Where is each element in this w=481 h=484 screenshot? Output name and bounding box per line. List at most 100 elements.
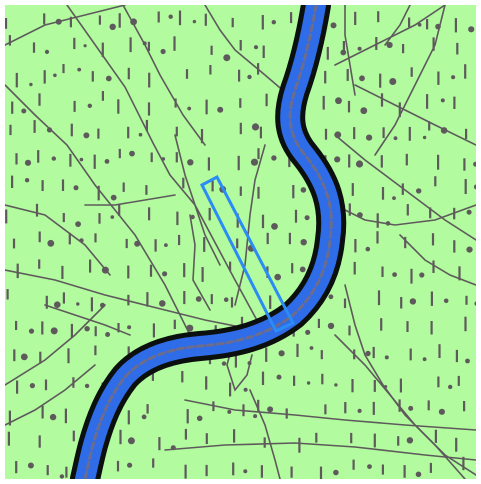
track-line bbox=[234, 144, 266, 306]
track-line bbox=[174, 134, 221, 266]
tree-dot-symbol bbox=[29, 82, 33, 87]
tree-dot-symbol bbox=[164, 243, 168, 248]
tree-dot-symbol bbox=[304, 215, 310, 221]
tree-dot-symbol bbox=[448, 384, 453, 390]
tree-dot-symbol bbox=[76, 302, 80, 306]
map-canvas[interactable] bbox=[5, 5, 476, 479]
tree-dot-symbol bbox=[415, 471, 422, 478]
tree-dot-symbol bbox=[247, 74, 252, 80]
tree-dot-symbol bbox=[386, 41, 393, 49]
tree-dot-symbol bbox=[243, 469, 248, 474]
tree-dot-symbol bbox=[101, 266, 109, 274]
tree-dot-symbol bbox=[253, 414, 258, 419]
tree-dot-symbol bbox=[335, 97, 342, 105]
track-line bbox=[5, 5, 126, 46]
track-line bbox=[5, 269, 256, 331]
tree-dot-symbol bbox=[360, 107, 368, 115]
tree-dot-symbol bbox=[409, 298, 417, 305]
tree-dot-symbol bbox=[451, 75, 456, 80]
tree-dot-symbol bbox=[127, 325, 132, 330]
tree-dot-symbol bbox=[419, 272, 425, 278]
tree-dot-symbol bbox=[385, 221, 391, 226]
tree-dot-symbol bbox=[223, 297, 229, 303]
river bbox=[70, 5, 347, 479]
tree-dot-symbol bbox=[127, 437, 135, 445]
tree-dot-symbol bbox=[187, 159, 194, 166]
track-line bbox=[5, 84, 191, 336]
tree-dot-symbol bbox=[422, 357, 427, 362]
tree-dot-symbol bbox=[138, 132, 143, 137]
tree-dot-symbol bbox=[79, 157, 84, 162]
tree-dot-symbol bbox=[190, 214, 195, 220]
track-line bbox=[334, 5, 446, 66]
tree-dot-symbol bbox=[24, 159, 32, 166]
tree-dot-symbol bbox=[367, 464, 372, 469]
track-line bbox=[344, 5, 356, 96]
tree-dot-symbol bbox=[105, 332, 111, 337]
tree-dot-symbol bbox=[129, 150, 135, 157]
tree-dot-symbol bbox=[100, 302, 105, 308]
tree-dot-symbol bbox=[299, 266, 306, 273]
tree-dot-symbol bbox=[44, 49, 50, 55]
tree-dot-symbol bbox=[24, 178, 30, 183]
track-line bbox=[122, 5, 206, 146]
tree-dot-symbol bbox=[196, 415, 203, 422]
tree-dot-symbol bbox=[392, 272, 397, 277]
tree-dot-symbol bbox=[46, 127, 53, 133]
tree-dot-symbol bbox=[59, 474, 65, 479]
tree-dot-symbol bbox=[274, 273, 282, 281]
tree-dot-symbol bbox=[221, 361, 227, 366]
tree-dot-symbol bbox=[328, 294, 334, 300]
tree-dot-symbol bbox=[83, 132, 90, 139]
tree-dot-symbol bbox=[104, 159, 110, 164]
track-line bbox=[334, 134, 476, 241]
track-line bbox=[5, 364, 96, 426]
tree-dot-symbol bbox=[251, 123, 260, 131]
tree-dot-symbol bbox=[75, 221, 81, 228]
tree-dot-symbol bbox=[243, 387, 248, 392]
tree-dot-symbol bbox=[443, 298, 449, 304]
track-line bbox=[5, 204, 111, 276]
tree-dot-symbol bbox=[253, 45, 259, 50]
tree-dot-symbol bbox=[217, 106, 224, 113]
tree-dot-symbol bbox=[130, 18, 137, 26]
tree-dot-symbol bbox=[438, 408, 445, 415]
tree-dot-symbol bbox=[384, 385, 388, 389]
tree-dot-symbol bbox=[54, 301, 61, 309]
tree-dot-symbol bbox=[28, 328, 35, 334]
tree-dot-symbol bbox=[79, 238, 84, 243]
track-line bbox=[399, 234, 476, 286]
tree-dot-symbol bbox=[127, 462, 133, 468]
track-line bbox=[334, 334, 476, 476]
tree-dot-symbol bbox=[105, 75, 112, 82]
tree-dot-symbol bbox=[440, 98, 445, 103]
tree-dot-symbol bbox=[357, 212, 363, 218]
tree-dot-symbol bbox=[355, 160, 364, 168]
tree-dot-symbol bbox=[306, 381, 311, 385]
tree-dot-symbol bbox=[440, 127, 448, 134]
tree-dot-symbol bbox=[267, 406, 274, 413]
tree-dot-symbol bbox=[365, 246, 371, 252]
tree-dot-symbol bbox=[50, 327, 58, 335]
tree-dot-symbol bbox=[334, 383, 338, 387]
tree-dot-symbol bbox=[305, 329, 311, 335]
tree-dot-symbol bbox=[109, 23, 116, 30]
tree-dot-symbol bbox=[29, 383, 35, 389]
tree-dot-symbol bbox=[473, 161, 476, 167]
tree-dot-symbol bbox=[389, 78, 397, 85]
tree-dot-symbol bbox=[73, 185, 79, 191]
tree-dot-symbol bbox=[49, 413, 57, 421]
track-line bbox=[354, 84, 476, 146]
tree-dot-symbol bbox=[435, 23, 441, 30]
tree-dot-symbol bbox=[278, 350, 285, 357]
track-line bbox=[204, 5, 301, 106]
tree-dot-symbol bbox=[186, 324, 194, 332]
tree-dot-symbol bbox=[168, 14, 173, 19]
tree-dot-symbol bbox=[327, 322, 335, 330]
highlighted-area[interactable] bbox=[199, 174, 296, 333]
tree-dot-symbol bbox=[110, 194, 117, 201]
land-background bbox=[5, 5, 476, 479]
tree-dot-symbol bbox=[20, 353, 28, 361]
tree-dot-symbol bbox=[309, 346, 314, 350]
tree-dot-symbol bbox=[422, 135, 427, 140]
